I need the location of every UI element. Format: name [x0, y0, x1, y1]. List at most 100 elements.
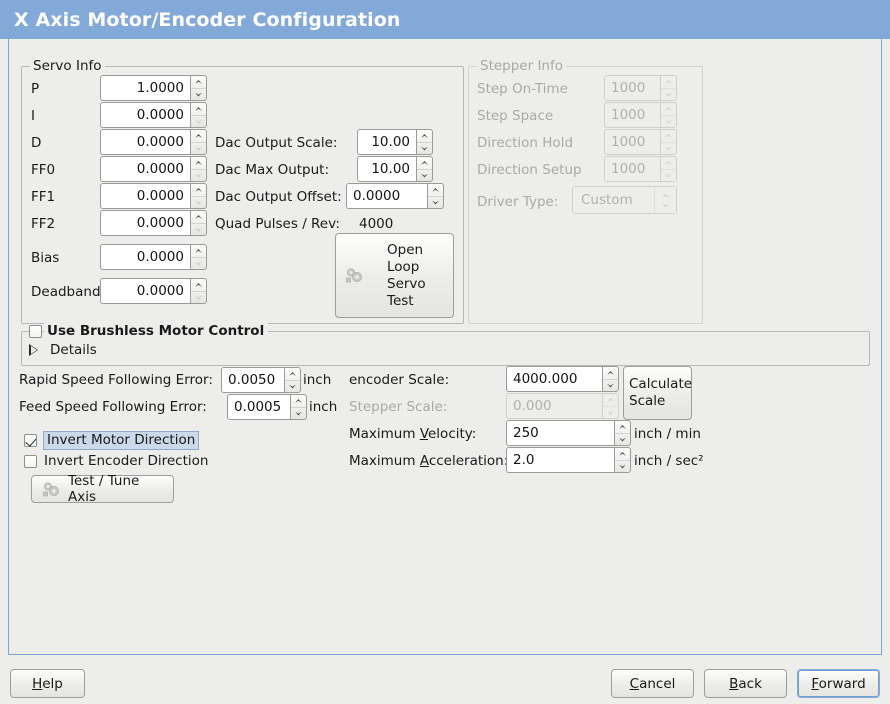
spin-up-icon[interactable]	[615, 448, 630, 460]
servo-label-p: P	[31, 81, 40, 97]
servo-spin-buttons-p[interactable]	[190, 75, 207, 101]
spin-up-icon[interactable]	[285, 368, 300, 380]
spin-up-icon[interactable]	[191, 184, 206, 196]
servo-spin-buttons-ff1[interactable]	[190, 183, 207, 209]
spin-up-icon[interactable]	[191, 130, 206, 142]
servo-spin-d[interactable]: 0.0000	[100, 129, 207, 155]
spin-up-icon[interactable]	[191, 245, 206, 257]
servo-spin-i[interactable]: 0.0000	[100, 102, 207, 128]
servo-input-p[interactable]: 1.0000	[100, 75, 190, 101]
maximum-velocity-spin[interactable]: 250	[506, 420, 631, 446]
spin-down-icon[interactable]	[191, 257, 206, 269]
spin-buttons[interactable]	[602, 366, 619, 392]
spin-up-icon[interactable]	[417, 130, 432, 142]
back-button[interactable]: Back	[704, 669, 787, 698]
servo-input-ff2[interactable]: 0.0000	[100, 210, 190, 236]
servo-spin-ff0[interactable]: 0.0000	[100, 156, 207, 182]
maximum-acceleration-input[interactable]: 2.0	[506, 447, 614, 473]
servo-input-deadband[interactable]: 0.0000	[100, 278, 190, 304]
servo-spin-buttons-deadband[interactable]	[190, 278, 207, 304]
encoder-scale-spin[interactable]: 4000.000	[506, 366, 619, 392]
spin-down-icon[interactable]	[615, 433, 630, 445]
servo-spin-ff2[interactable]: 0.0000	[100, 210, 207, 236]
invert-motor-direction-checkbox[interactable]: Invert Motor Direction	[24, 431, 200, 450]
servo-input-bias[interactable]: 0.0000	[100, 244, 190, 270]
spin-buttons[interactable]	[284, 367, 301, 393]
servo-input-ff1[interactable]: 0.0000	[100, 183, 190, 209]
spin-buttons[interactable]	[290, 394, 307, 420]
spin-up-icon[interactable]	[191, 157, 206, 169]
spin-down-icon[interactable]	[191, 291, 206, 303]
forward-button[interactable]: Forward	[797, 669, 880, 698]
spin-buttons[interactable]	[427, 183, 444, 209]
servo-spin-bias[interactable]: 0.0000	[100, 244, 207, 270]
dac-output-offset-input[interactable]: 0.0000	[346, 183, 427, 209]
spin-up-icon[interactable]	[417, 157, 432, 169]
spin-down-icon[interactable]	[417, 169, 432, 181]
stepper-scale-spin: 0.000	[506, 393, 619, 419]
invert-encoder-direction-checkbox[interactable]: Invert Encoder Direction	[24, 453, 208, 469]
feed-following-error-input[interactable]: 0.0005	[227, 394, 290, 420]
back-label: Back	[729, 675, 762, 692]
checkbox-box[interactable]	[24, 454, 37, 468]
chevron-right-icon[interactable]	[29, 344, 38, 356]
encoder-scale-input[interactable]: 4000.000	[506, 366, 602, 392]
spin-up-icon[interactable]	[603, 367, 618, 379]
spin-down-icon[interactable]	[603, 379, 618, 391]
spin-down-icon[interactable]	[191, 88, 206, 100]
servo-spin-buttons-i[interactable]	[190, 102, 207, 128]
open-loop-servo-test-button[interactable]: Open Loop Servo Test	[335, 233, 454, 318]
servo-spin-buttons-bias[interactable]	[190, 244, 207, 270]
use-brushless-motor-control-label: Use Brushless Motor Control	[47, 323, 265, 339]
dac-output-offset-spin[interactable]: 0.0000	[346, 183, 444, 209]
dac-output-scale-spin[interactable]: 10.00	[357, 129, 433, 155]
spin-up-icon[interactable]	[291, 395, 306, 407]
test-tune-axis-button[interactable]: Test / Tune Axis	[31, 473, 174, 505]
servo-spin-buttons-ff2[interactable]	[190, 210, 207, 236]
servo-input-i[interactable]: 0.0000	[100, 102, 190, 128]
maximum-velocity-input[interactable]: 250	[506, 420, 614, 446]
use-brushless-motor-control-checkbox[interactable]	[29, 325, 42, 338]
checkbox-box[interactable]	[24, 434, 37, 447]
servo-spin-buttons-d[interactable]	[190, 129, 207, 155]
spin-up-icon[interactable]	[428, 184, 443, 196]
spin-buttons[interactable]	[614, 420, 631, 446]
servo-spin-ff1[interactable]: 0.0000	[100, 183, 207, 209]
spin-down-icon[interactable]	[428, 196, 443, 208]
spin-down-icon[interactable]	[291, 407, 306, 419]
spin-buttons[interactable]	[614, 447, 631, 473]
servo-spin-buttons-ff0[interactable]	[190, 156, 207, 182]
checkbox-box[interactable]	[29, 325, 42, 338]
servo-input-ff0[interactable]: 0.0000	[100, 156, 190, 182]
maximum-acceleration-spin[interactable]: 2.0	[506, 447, 631, 473]
spin-down-icon	[661, 142, 676, 154]
help-button[interactable]: Help	[10, 669, 85, 698]
spin-down-icon[interactable]	[191, 196, 206, 208]
spin-up-icon[interactable]	[191, 103, 206, 115]
calculate-scale-button[interactable]: Calculate Scale	[623, 366, 692, 420]
details-expander[interactable]: Details	[29, 342, 97, 358]
spin-buttons[interactable]	[416, 129, 433, 155]
spin-up-icon[interactable]	[191, 279, 206, 291]
rapid-following-error-spin[interactable]: 0.0050	[221, 367, 301, 393]
spin-buttons[interactable]	[416, 156, 433, 182]
dac-max-output-input[interactable]: 10.00	[357, 156, 416, 182]
spin-down-icon[interactable]	[191, 223, 206, 235]
cancel-button[interactable]: Cancel	[611, 669, 694, 698]
spin-up-icon[interactable]	[191, 76, 206, 88]
rapid-following-error-input[interactable]: 0.0050	[221, 367, 284, 393]
servo-spin-p[interactable]: 1.0000	[100, 75, 207, 101]
spin-down-icon[interactable]	[285, 380, 300, 392]
spin-down-icon[interactable]	[615, 460, 630, 472]
servo-spin-deadband[interactable]: 0.0000	[100, 278, 207, 304]
spin-down-icon[interactable]	[191, 169, 206, 181]
spin-down-icon[interactable]	[191, 142, 206, 154]
servo-input-d[interactable]: 0.0000	[100, 129, 190, 155]
spin-up-icon[interactable]	[615, 421, 630, 433]
spin-down-icon[interactable]	[191, 115, 206, 127]
dac-max-output-spin[interactable]: 10.00	[357, 156, 433, 182]
spin-down-icon[interactable]	[417, 142, 432, 154]
dac-output-scale-input[interactable]: 10.00	[357, 129, 416, 155]
feed-following-error-spin[interactable]: 0.0005	[227, 394, 307, 420]
spin-up-icon[interactable]	[191, 211, 206, 223]
